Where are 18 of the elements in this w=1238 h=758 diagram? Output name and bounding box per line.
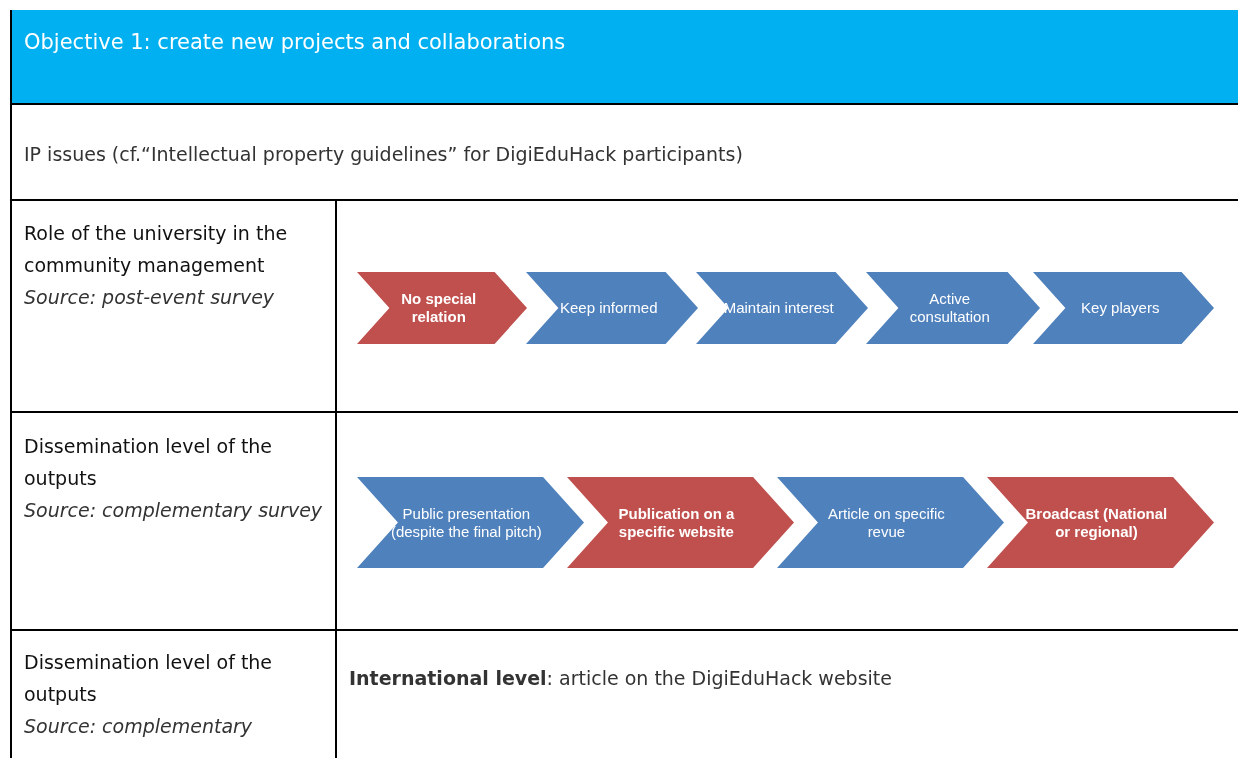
row-heading: Dissemination level of the outputs bbox=[24, 650, 274, 707]
chevron-step: Keep informed bbox=[526, 272, 698, 344]
chevron-step: Maintain interest bbox=[696, 272, 868, 344]
cell-text: International level: article on the DigiEduHack website bbox=[349, 666, 893, 691]
chevron-step: Publication on a specific website bbox=[567, 477, 794, 568]
chevron-step: Public presentation (despite the final pitch) bbox=[357, 477, 584, 568]
chevron-step: Active consultation bbox=[866, 272, 1040, 344]
source-note: Source: post-event survey bbox=[24, 285, 276, 310]
source-note: Source: complementary bbox=[24, 714, 254, 739]
source-note: Source: complementary survey bbox=[24, 498, 324, 523]
chevron-step: No special relation bbox=[357, 272, 527, 344]
row-heading: Role of the university in the community management bbox=[24, 221, 289, 278]
note-text: IP issues (cf.“Intellectual property guidelines” for DigiEduHack participants) bbox=[24, 142, 744, 167]
table-heading: Objective 1: create new projects and collaborations bbox=[24, 29, 567, 56]
chevron-step: Broadcast (National or regional) bbox=[987, 477, 1214, 568]
chevron-step: Key players bbox=[1033, 272, 1214, 344]
row-heading: Dissemination level of the outputs bbox=[24, 434, 274, 491]
chevron-step: Article on specific revue bbox=[777, 477, 1004, 568]
